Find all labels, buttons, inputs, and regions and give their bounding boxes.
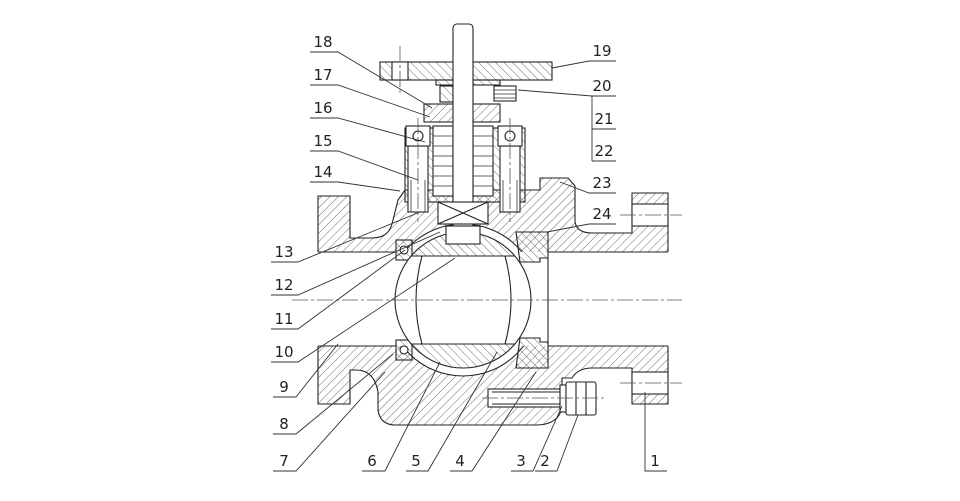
stem-tang (445, 225, 481, 245)
callout-label-2: 2 (540, 452, 550, 470)
callout-14: 14 (310, 163, 401, 192)
callout-label-22: 22 (594, 142, 613, 160)
callout-1: 1 (644, 392, 667, 472)
callout-15: 15 (310, 132, 419, 181)
callout-label-7: 7 (279, 452, 289, 470)
callout-7: 7 (273, 371, 386, 472)
callout-10: 10 (271, 257, 456, 363)
callout-9: 9 (273, 343, 339, 398)
callout-5: 5 (406, 351, 498, 472)
callout-13: 13 (271, 211, 421, 263)
callout-label-16: 16 (313, 99, 332, 117)
callout-label-17: 17 (313, 66, 332, 84)
callout-label-15: 15 (313, 132, 332, 150)
callout-21: 21 (592, 110, 616, 130)
callout-label-20: 20 (592, 77, 611, 95)
callout-2: 2 (535, 414, 579, 472)
callout-label-6: 6 (367, 452, 377, 470)
callout-label-13: 13 (274, 243, 293, 261)
callout-label-9: 9 (279, 378, 289, 396)
bore-edges (318, 251, 668, 347)
callout-6: 6 (362, 361, 441, 472)
callout-label-14: 14 (313, 163, 332, 181)
callout-label-3: 3 (516, 452, 526, 470)
right-seat-upper (515, 231, 549, 263)
centerlines (292, 46, 682, 399)
callout-8: 8 (273, 353, 394, 435)
callout-label-18: 18 (313, 33, 332, 51)
callout-3: 3 (511, 405, 563, 472)
callout-label-1: 1 (650, 452, 660, 470)
callout-label-8: 8 (279, 415, 289, 433)
callout-11: 11 (271, 249, 406, 330)
body-bolt (487, 381, 597, 416)
callout-4: 4 (450, 371, 537, 472)
left-seat-oring-lower (399, 345, 409, 355)
callout-23: 23 (559, 174, 616, 194)
callout-label-12: 12 (274, 276, 293, 294)
callout-label-24: 24 (592, 205, 611, 223)
callout-label-4: 4 (455, 452, 465, 470)
callout-24: 24 (546, 205, 616, 233)
stem-collar (439, 85, 454, 103)
callout-label-5: 5 (411, 452, 421, 470)
callout-17: 17 (310, 66, 431, 118)
thrust-bushing (437, 201, 489, 225)
set-screw (493, 85, 517, 102)
right-bore (512, 252, 669, 346)
callout-22: 22 (592, 142, 616, 162)
stem (452, 23, 474, 229)
callout-19: 19 (551, 42, 616, 69)
right-seat-lower (515, 337, 549, 369)
callout-18: 18 (310, 33, 433, 109)
callout-label-23: 23 (592, 174, 611, 192)
callout-label-19: 19 (592, 42, 611, 60)
callout-label-10: 10 (274, 343, 293, 361)
callout-12: 12 (271, 231, 441, 296)
callout-label-21: 21 (594, 110, 613, 128)
callout-label-11: 11 (274, 310, 293, 328)
callout-16: 16 (310, 99, 426, 143)
